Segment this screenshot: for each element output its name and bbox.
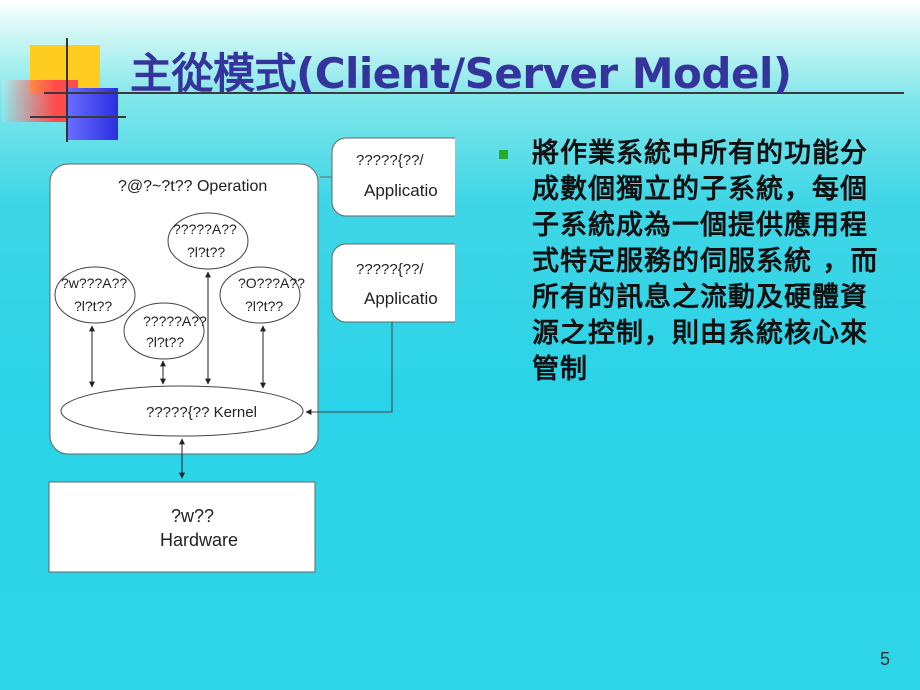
app-1-line1: ?????{??/ — [356, 152, 424, 169]
kernel-label: ?????{?? Kernel — [146, 404, 257, 421]
slide-title: 主從模式(Client/Server Model) — [130, 49, 792, 98]
bullet-text: 將作業系統中所有的功能分成數個獨立的子系統，每個子系統成為一個提供應用程式特定服… — [532, 138, 879, 385]
app-box-1 — [331, 137, 455, 217]
app-2-line1: ?????{??/ — [356, 261, 424, 278]
deco-short-line — [30, 116, 126, 118]
deco-blue-square — [66, 88, 118, 140]
os-label: ?@?~?t?? Operation — [118, 178, 267, 195]
deco-red-square — [2, 80, 78, 122]
app-1-line2: Applicatio — [364, 181, 438, 200]
server-left — [54, 266, 136, 324]
hardware-line1: ?w?? — [171, 506, 214, 526]
server-mid — [123, 302, 205, 360]
server-top — [167, 212, 249, 270]
bullet-list: 將作業系統中所有的功能分成數個獨立的子系統，每個子系統成為一個提供應用程式特定服… — [497, 136, 897, 388]
app-2-line2: Applicatio — [364, 289, 438, 308]
server-right — [219, 266, 301, 324]
server-mid-line2: ?l?t?? — [146, 334, 184, 350]
app-box-2 — [331, 243, 455, 323]
deco-title-underline — [44, 92, 904, 94]
deco-vertical-line — [66, 38, 68, 142]
page-number: 5 — [879, 649, 890, 669]
server-top-line1: ?????A?? — [173, 221, 237, 237]
app-kernel-connector — [305, 322, 393, 415]
client-server-diagram: ?@?~?t?? Operation ?????{??/ Applicatio … — [48, 137, 455, 573]
bullet-square-icon — [499, 150, 508, 159]
server-right-line1: ?O???A?? — [238, 275, 305, 291]
server-mid-line1: ?????A?? — [143, 313, 207, 329]
server-top-line2: ?l?t?? — [187, 244, 225, 260]
hardware-box — [48, 481, 316, 573]
server-left-line1: ?w???A?? — [61, 275, 127, 291]
server-left-line2: ?l?t?? — [74, 298, 112, 314]
hardware-line2: Hardware — [160, 530, 238, 550]
kernel — [60, 385, 304, 437]
server-right-line2: ?l?t?? — [245, 298, 283, 314]
